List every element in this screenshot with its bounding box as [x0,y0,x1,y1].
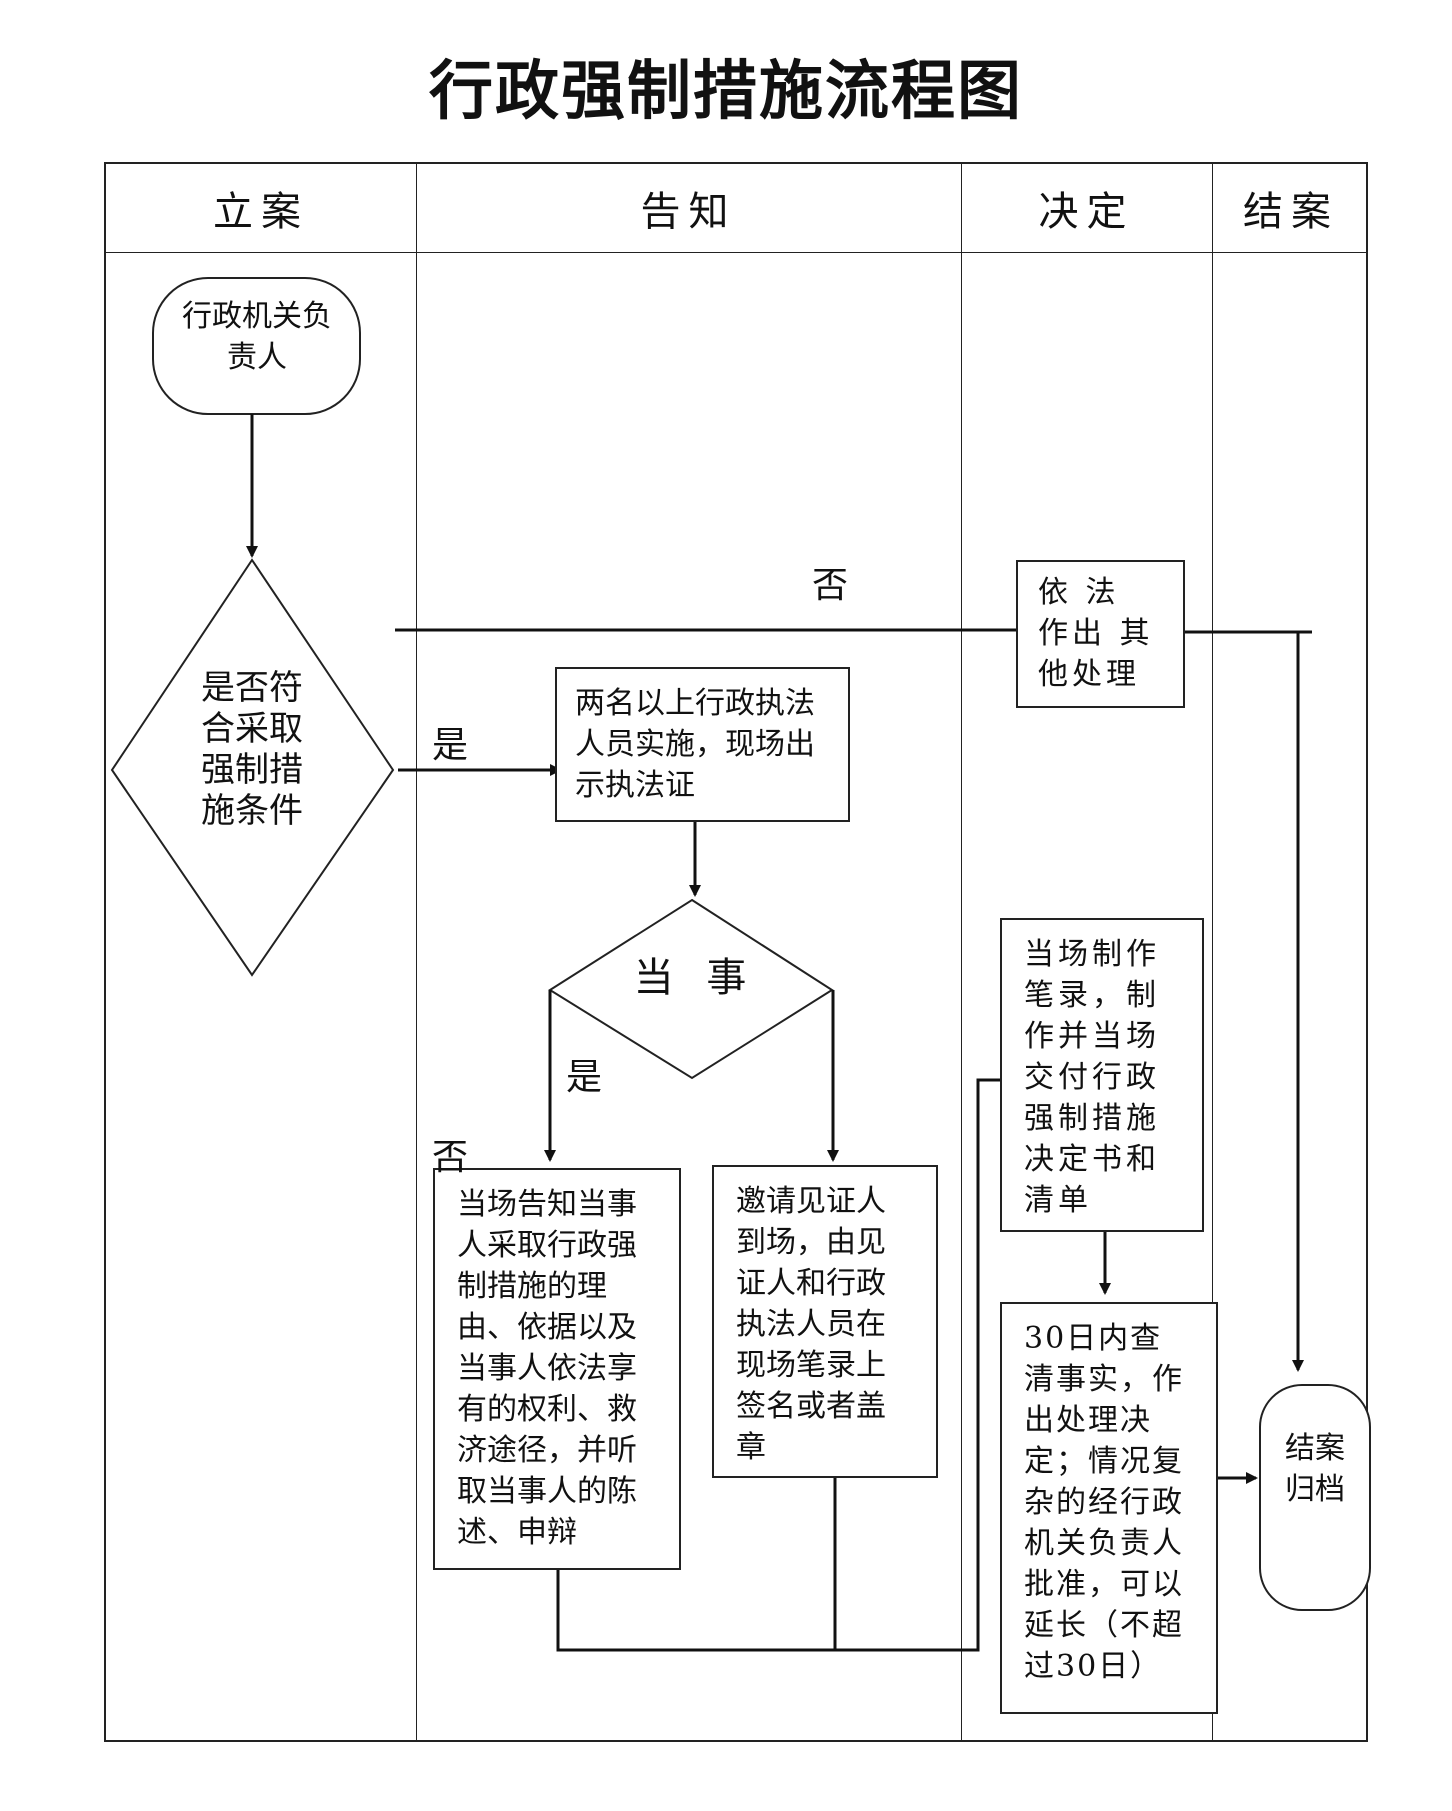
lane-header-close: 结案 [1243,189,1339,235]
lane-divider [1212,164,1213,1740]
lane-divider [416,164,417,1740]
condition-diamond [110,558,395,977]
other-handling-node-text: 依 法 作出 其 他处理 [1038,575,1154,692]
lane-header-filing: 立案 [213,189,309,235]
condition-node-text: 是否符合采取强制措施条件 [201,668,303,831]
lane-header-notify: 告知 [640,189,737,235]
page-title: 行政强制措施流程图 [429,54,1023,129]
record-node-text: 当场制作笔录，制作并当场交付行政强制措施决定书和清单 [1024,937,1160,1218]
archive-node-text: 结案归档 [1285,1431,1345,1507]
decision-node: 30日内查清事实，作出处理决定；情况复杂的经行政机关负责人批准，可以延长（不超过… [1000,1302,1218,1714]
notify-node: 当场告知当事人采取行政强制措施的理由、依据以及当事人依法享有的权利、救济途径，并… [433,1168,681,1570]
decision-node-text: 30日内查清事实，作出处理决定；情况复杂的经行政机关负责人批准，可以延长（不超过… [1024,1321,1184,1684]
witness-node: 邀请见证人到场，由见证人和行政执法人员在现场笔录上签名或者盖章 [712,1165,938,1478]
record-node: 当场制作笔录，制作并当场交付行政强制措施决定书和清单 [1000,918,1204,1232]
edge-label-no-top: 否 [812,565,849,606]
archive-terminator [1259,1384,1371,1611]
header-divider [106,252,1366,253]
edge-label-yes-mid: 是 [566,1057,603,1098]
enforce-node: 两名以上行政执法人员实施，现场出示执法证 [555,667,850,822]
lane-divider [961,164,962,1740]
edge-label-yes-left: 是 [432,725,469,766]
witness-node-text: 邀请见证人到场，由见证人和行政执法人员在现场笔录上签名或者盖章 [736,1184,886,1465]
edge-label-no-mid: 否 [432,1137,469,1178]
start-terminator [152,277,361,415]
enforce-node-text: 两名以上行政执法人员实施，现场出示执法证 [575,686,815,803]
notify-node-text: 当场告知当事人采取行政强制措施的理由、依据以及当事人依法享有的权利、救济途径，并… [457,1187,637,1550]
start-node-text: 行政机关负责人 [182,299,332,375]
other-handling-node: 依 法 作出 其 他处理 [1016,560,1185,708]
party-node-text: 当 事 [633,955,757,1001]
swimlane-grid: 立案 告知 决定 结案 [104,162,1368,1742]
party-diamond [548,898,834,1080]
lane-header-decide: 决定 [1038,189,1135,235]
